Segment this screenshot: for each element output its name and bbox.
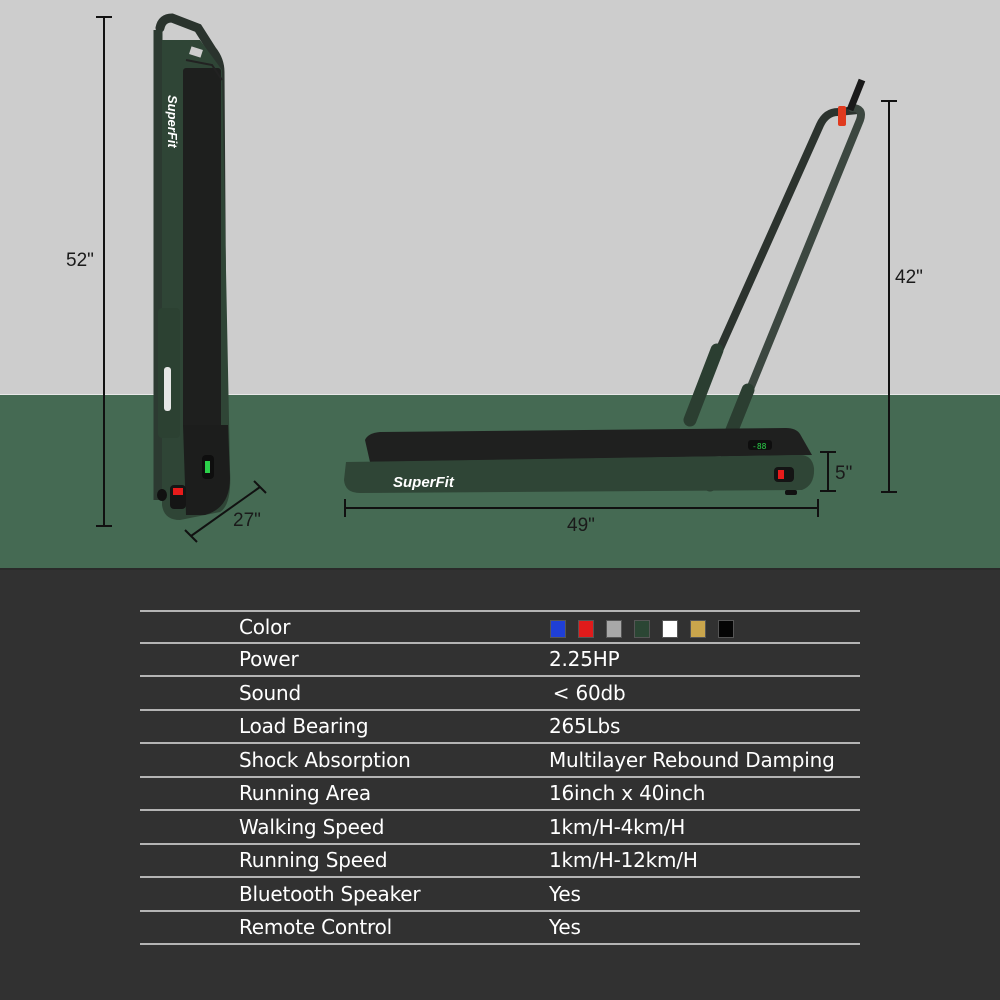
- color-swatches: [550, 620, 734, 638]
- spec-row-remote-control: Remote Control Yes: [140, 912, 860, 945]
- spec-row-load-bearing: Load Bearing 265Lbs: [140, 711, 860, 744]
- folded-height-label: 52": [66, 250, 94, 271]
- specs-table: Color Power 2.25HP Sound < 60db Load Bea…: [140, 610, 860, 945]
- spec-row-bluetooth-speaker: Bluetooth Speaker Yes: [140, 878, 860, 912]
- specs-panel: [0, 568, 1000, 1000]
- spec-value: 16inch x 40inch: [549, 781, 706, 806]
- svg-text:-88: -88: [752, 442, 767, 451]
- spec-value: < 60db: [549, 680, 626, 705]
- spec-value: 2.25HP: [549, 647, 620, 672]
- folded-treadmill-image: SuperFit: [96, 13, 267, 543]
- folded-width-label: 27": [233, 510, 261, 531]
- spec-value: Yes: [549, 915, 581, 940]
- spec-row-power: Power 2.25HP: [140, 644, 860, 677]
- color-swatch-gray[interactable]: [606, 620, 622, 638]
- spec-label: Load Bearing: [239, 714, 369, 739]
- spec-label: Walking Speed: [239, 814, 385, 839]
- color-swatch-blue[interactable]: [550, 620, 566, 638]
- unfolded-treadmill-image: -88 SuperFit: [344, 78, 897, 517]
- spec-row-color: Color: [140, 610, 860, 644]
- svg-text:SuperFit: SuperFit: [165, 95, 180, 148]
- spec-label: Shock Absorption: [239, 747, 411, 772]
- spec-label: Bluetooth Speaker: [239, 881, 421, 906]
- spec-row-running-speed: Running Speed 1km/H-12km/H: [140, 845, 860, 878]
- spec-row-sound: Sound < 60db: [140, 677, 860, 711]
- spec-row-shock-absorption: Shock Absorption Multilayer Rebound Damp…: [140, 744, 860, 778]
- spec-label: Remote Control: [239, 915, 393, 940]
- spec-label: Power: [239, 647, 299, 672]
- handle-height-label: 42": [895, 267, 923, 288]
- spec-row-walking-speed: Walking Speed 1km/H-4km/H: [140, 811, 860, 845]
- spec-label: Running Area: [239, 781, 371, 806]
- color-swatch-gold[interactable]: [690, 620, 706, 638]
- length-label: 49": [567, 515, 595, 536]
- svg-text:SuperFit: SuperFit: [393, 474, 455, 491]
- color-swatch-red[interactable]: [578, 620, 594, 638]
- color-swatch-white[interactable]: [662, 620, 678, 638]
- spec-label: Color: [239, 614, 291, 639]
- spec-label: Sound: [239, 680, 301, 705]
- color-swatch-black[interactable]: [718, 620, 734, 638]
- spec-value: Multilayer Rebound Damping: [549, 747, 835, 772]
- spec-value: 1km/H-12km/H: [549, 848, 698, 873]
- spec-label: Running Speed: [239, 848, 388, 873]
- deck-height-label: 5": [835, 463, 853, 484]
- treadmill-illustrations: SuperFit: [96, 13, 897, 543]
- spec-value: 1km/H-4km/H: [549, 814, 686, 839]
- spec-value: Yes: [549, 881, 581, 906]
- color-swatch-dark-green[interactable]: [634, 620, 650, 638]
- spec-row-running-area: Running Area 16inch x 40inch: [140, 778, 860, 811]
- spec-value: 265Lbs: [549, 714, 621, 739]
